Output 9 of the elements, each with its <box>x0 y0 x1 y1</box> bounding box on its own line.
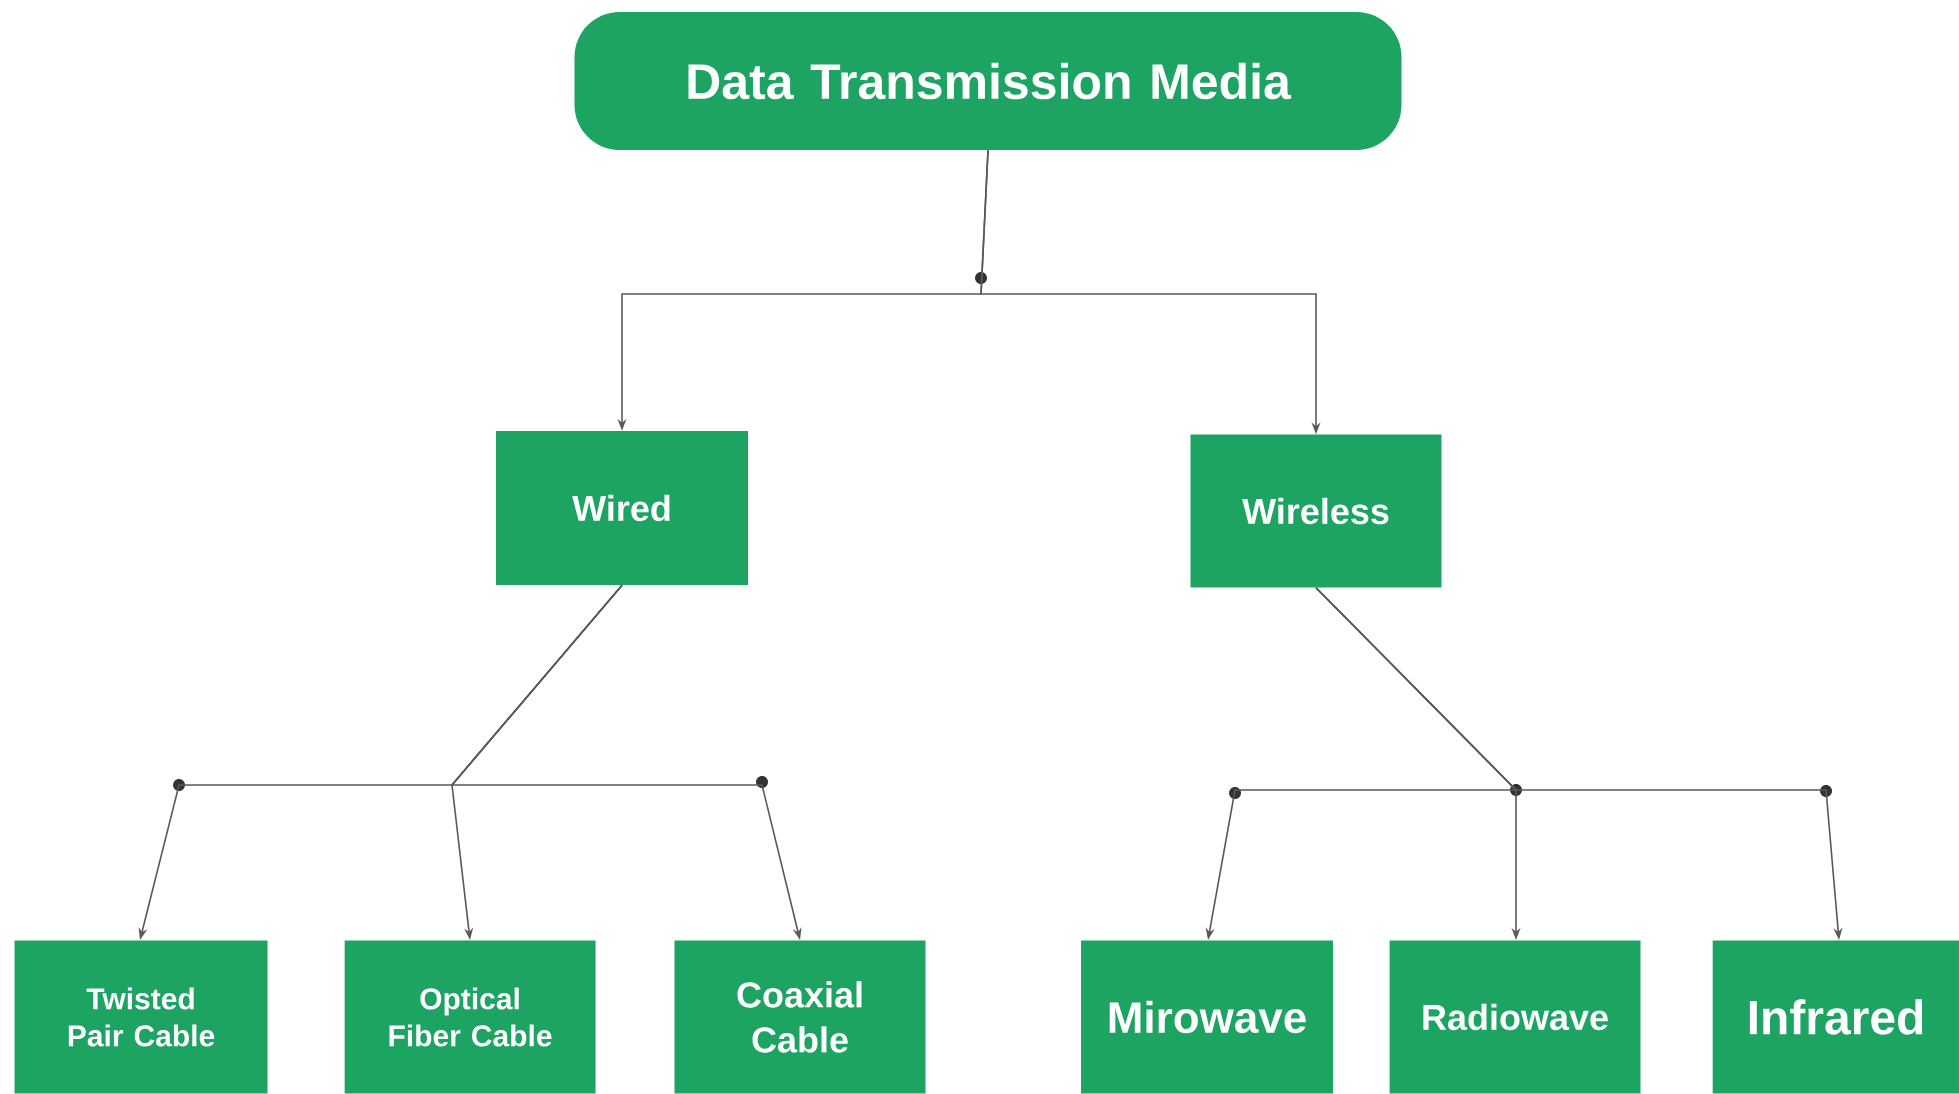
category-box: Radiowave <box>1389 940 1641 1094</box>
category-box: Twisted Pair Cable <box>14 940 268 1094</box>
category-box: Wired <box>496 431 748 585</box>
category-box: Mirowave <box>1081 940 1333 1094</box>
category-box: Coaxial Cable <box>674 940 926 1094</box>
category-box: Infrared <box>1712 940 1959 1094</box>
category-box: Optical Fiber Cable <box>344 940 596 1094</box>
title-box: Data Transmission Media <box>574 12 1402 150</box>
category-box: Wireless <box>1190 434 1442 588</box>
